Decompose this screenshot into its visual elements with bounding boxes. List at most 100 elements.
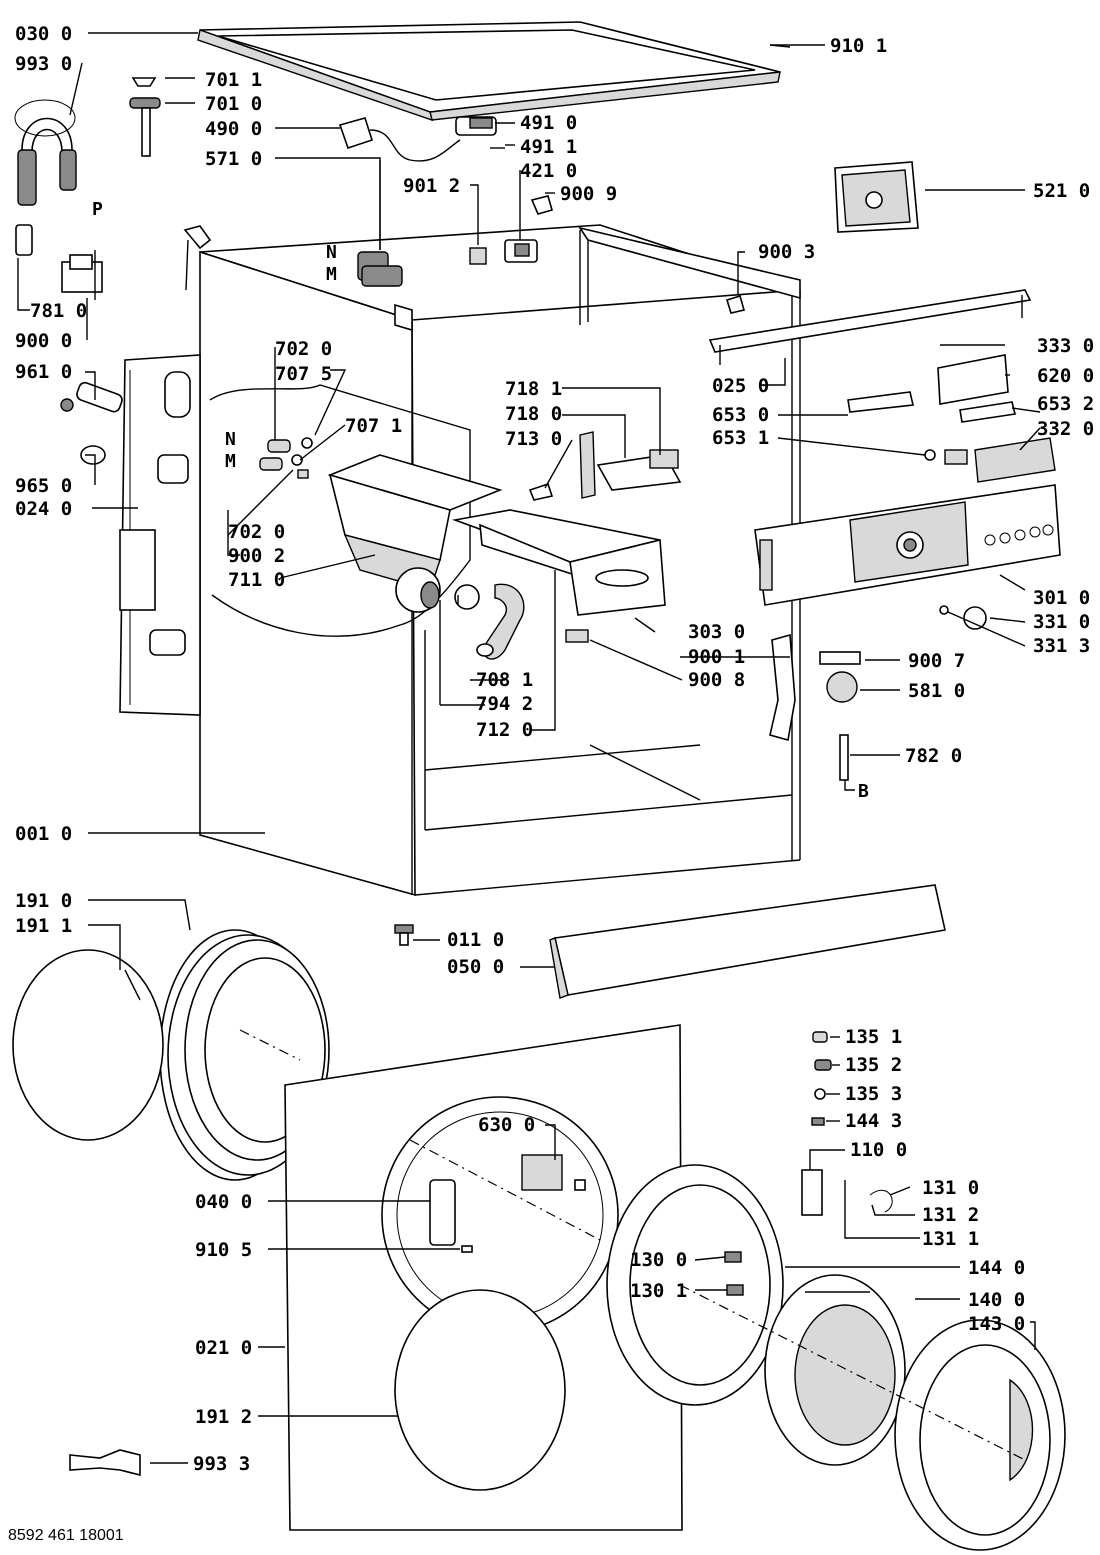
part-label: 708 1 bbox=[476, 669, 533, 691]
part-label: 993 3 bbox=[193, 1453, 250, 1475]
back-panel-drawing bbox=[119, 354, 201, 716]
part-label: 491 0 bbox=[520, 112, 577, 134]
hose-hanger-drawing bbox=[14, 99, 103, 300]
part-label: 702 0 bbox=[275, 338, 332, 360]
part-label: 191 1 bbox=[15, 915, 72, 937]
part-label: 707 5 bbox=[275, 363, 332, 385]
part-label: 781 0 bbox=[30, 300, 87, 322]
part-label: 900 9 bbox=[560, 183, 617, 205]
part-label: 110 0 bbox=[850, 1139, 907, 1161]
part-labels: 030 0 993 0 701 1 701 0 490 0 571 0 491 … bbox=[15, 23, 1094, 1475]
part-label: 421 0 bbox=[520, 160, 577, 182]
part-label: 030 0 bbox=[15, 23, 72, 45]
part-label: 653 2 bbox=[1037, 393, 1094, 415]
part-label: 130 0 bbox=[630, 1249, 687, 1271]
part-label: 653 1 bbox=[712, 427, 769, 449]
part-label: 135 3 bbox=[845, 1083, 902, 1105]
part-label: 191 2 bbox=[195, 1406, 252, 1428]
part-label: 191 0 bbox=[15, 890, 72, 912]
part-label: 900 1 bbox=[688, 646, 745, 668]
control-panel-drawing bbox=[754, 354, 1061, 606]
dispenser-letter-m: M bbox=[225, 451, 236, 472]
hose-letter-p: P bbox=[92, 199, 103, 220]
part-label: 024 0 bbox=[15, 498, 72, 520]
cabinet-drawing bbox=[199, 224, 801, 897]
small-screws-drawing bbox=[69, 1031, 832, 1477]
part-label: 050 0 bbox=[447, 956, 504, 978]
part-label: 131 0 bbox=[922, 1177, 979, 1199]
part-label: 331 3 bbox=[1033, 635, 1090, 657]
part-label: 701 1 bbox=[205, 69, 262, 91]
power-cord-drawing bbox=[338, 116, 505, 162]
hose-parts-drawing bbox=[454, 583, 525, 660]
part-label: 713 0 bbox=[505, 428, 562, 450]
part-label: 711 0 bbox=[228, 569, 285, 591]
part-label: 900 2 bbox=[228, 545, 285, 567]
part-label: 333 0 bbox=[1037, 335, 1094, 357]
dispenser-housing-drawing bbox=[259, 437, 503, 613]
part-label: 131 1 bbox=[922, 1228, 979, 1250]
door-frame-drawing bbox=[606, 1164, 893, 1406]
top-cover-drawing bbox=[197, 21, 781, 122]
door-glass-drawing bbox=[764, 1274, 1066, 1551]
part-label: 301 0 bbox=[1033, 587, 1090, 609]
part-label: 144 3 bbox=[845, 1110, 902, 1132]
valve-letter-m: M bbox=[326, 264, 337, 285]
part-label: 140 0 bbox=[968, 1289, 1025, 1311]
kickplate-drawing bbox=[394, 884, 946, 999]
part-label: 718 1 bbox=[505, 378, 562, 400]
part-label: 332 0 bbox=[1037, 418, 1094, 440]
leader-lines bbox=[17, 32, 1041, 1464]
part-label: 900 7 bbox=[908, 650, 965, 672]
part-label: 702 0 bbox=[228, 521, 285, 543]
part-label: 011 0 bbox=[447, 929, 504, 951]
letter-callouts: N M N M P B bbox=[92, 199, 869, 802]
part-label: 001 0 bbox=[15, 823, 72, 845]
part-label: 303 0 bbox=[688, 621, 745, 643]
part-label: 910 1 bbox=[830, 35, 887, 57]
part-label: 131 2 bbox=[922, 1204, 979, 1226]
part-label: 900 0 bbox=[15, 330, 72, 352]
part-label: 021 0 bbox=[195, 1337, 252, 1359]
drawer-drawing bbox=[451, 431, 682, 616]
part-label: 130 1 bbox=[630, 1280, 687, 1302]
part-label: 491 1 bbox=[520, 136, 577, 158]
part-label: 965 0 bbox=[15, 475, 72, 497]
part-label: 521 0 bbox=[1033, 180, 1090, 202]
part-label: 782 0 bbox=[905, 745, 962, 767]
document-reference-number: 8592 461 18001 bbox=[8, 1527, 124, 1544]
side-parts-drawing bbox=[565, 605, 987, 781]
part-label: 712 0 bbox=[476, 719, 533, 741]
part-label: 025 0 bbox=[712, 375, 769, 397]
part-label: 143 0 bbox=[968, 1313, 1025, 1335]
part-label: 331 0 bbox=[1033, 611, 1090, 633]
rod-letter-b: B bbox=[858, 781, 869, 802]
valve-letter-n: N bbox=[326, 242, 337, 263]
control-rail-drawing bbox=[708, 289, 1032, 365]
part-label: 571 0 bbox=[205, 148, 262, 170]
part-label: 490 0 bbox=[205, 118, 262, 140]
part-label: 581 0 bbox=[908, 680, 965, 702]
part-label: 794 2 bbox=[476, 693, 533, 715]
part-label: 900 3 bbox=[758, 241, 815, 263]
part-label: 901 2 bbox=[403, 175, 460, 197]
part-label: 900 8 bbox=[688, 669, 745, 691]
dispenser-letter-n: N bbox=[225, 429, 236, 450]
front-panel-drawing bbox=[284, 1024, 683, 1531]
door-seal-drawing bbox=[12, 929, 330, 1181]
part-label: 630 0 bbox=[478, 1114, 535, 1136]
part-label: 701 0 bbox=[205, 93, 262, 115]
part-label: 135 1 bbox=[845, 1026, 902, 1048]
part-label: 620 0 bbox=[1037, 365, 1094, 387]
part-label: 653 0 bbox=[712, 404, 769, 426]
part-label: 707 1 bbox=[345, 415, 402, 437]
part-label: 993 0 bbox=[15, 53, 72, 75]
part-label: 718 0 bbox=[505, 403, 562, 425]
electronic-board-drawing bbox=[834, 161, 919, 233]
knob-drawing bbox=[129, 77, 161, 157]
part-label: 910 5 bbox=[195, 1239, 252, 1261]
drain-pump-drawing bbox=[60, 381, 123, 465]
part-label: 040 0 bbox=[195, 1191, 252, 1213]
part-label: 135 2 bbox=[845, 1054, 902, 1076]
